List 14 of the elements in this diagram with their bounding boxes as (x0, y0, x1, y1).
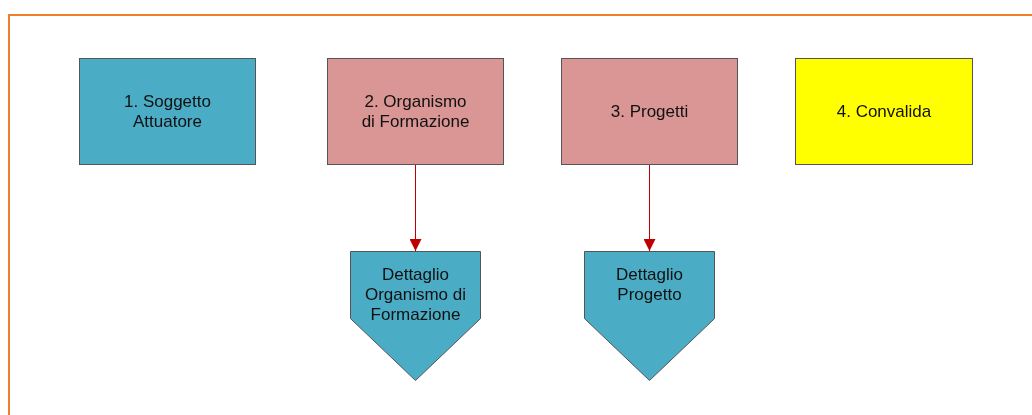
arrow (643, 164, 656, 252)
node-label: Dettaglio Organismo di Formazione (363, 265, 468, 325)
node-label: 3. Progetti (609, 101, 690, 122)
process-box (561, 58, 738, 165)
arrow (409, 164, 422, 252)
process-box (795, 58, 973, 165)
node-label: 1. Soggetto Attuatore (123, 91, 212, 132)
pentagon-shape (584, 251, 715, 381)
pentagon-shape (350, 251, 481, 381)
process-box (327, 58, 504, 165)
node-label: 4. Convalida (835, 101, 933, 122)
node-label: 2. Organismo di Formazione (360, 91, 471, 132)
process-box (79, 58, 256, 165)
node-label: Dettaglio Progetto (614, 265, 685, 305)
